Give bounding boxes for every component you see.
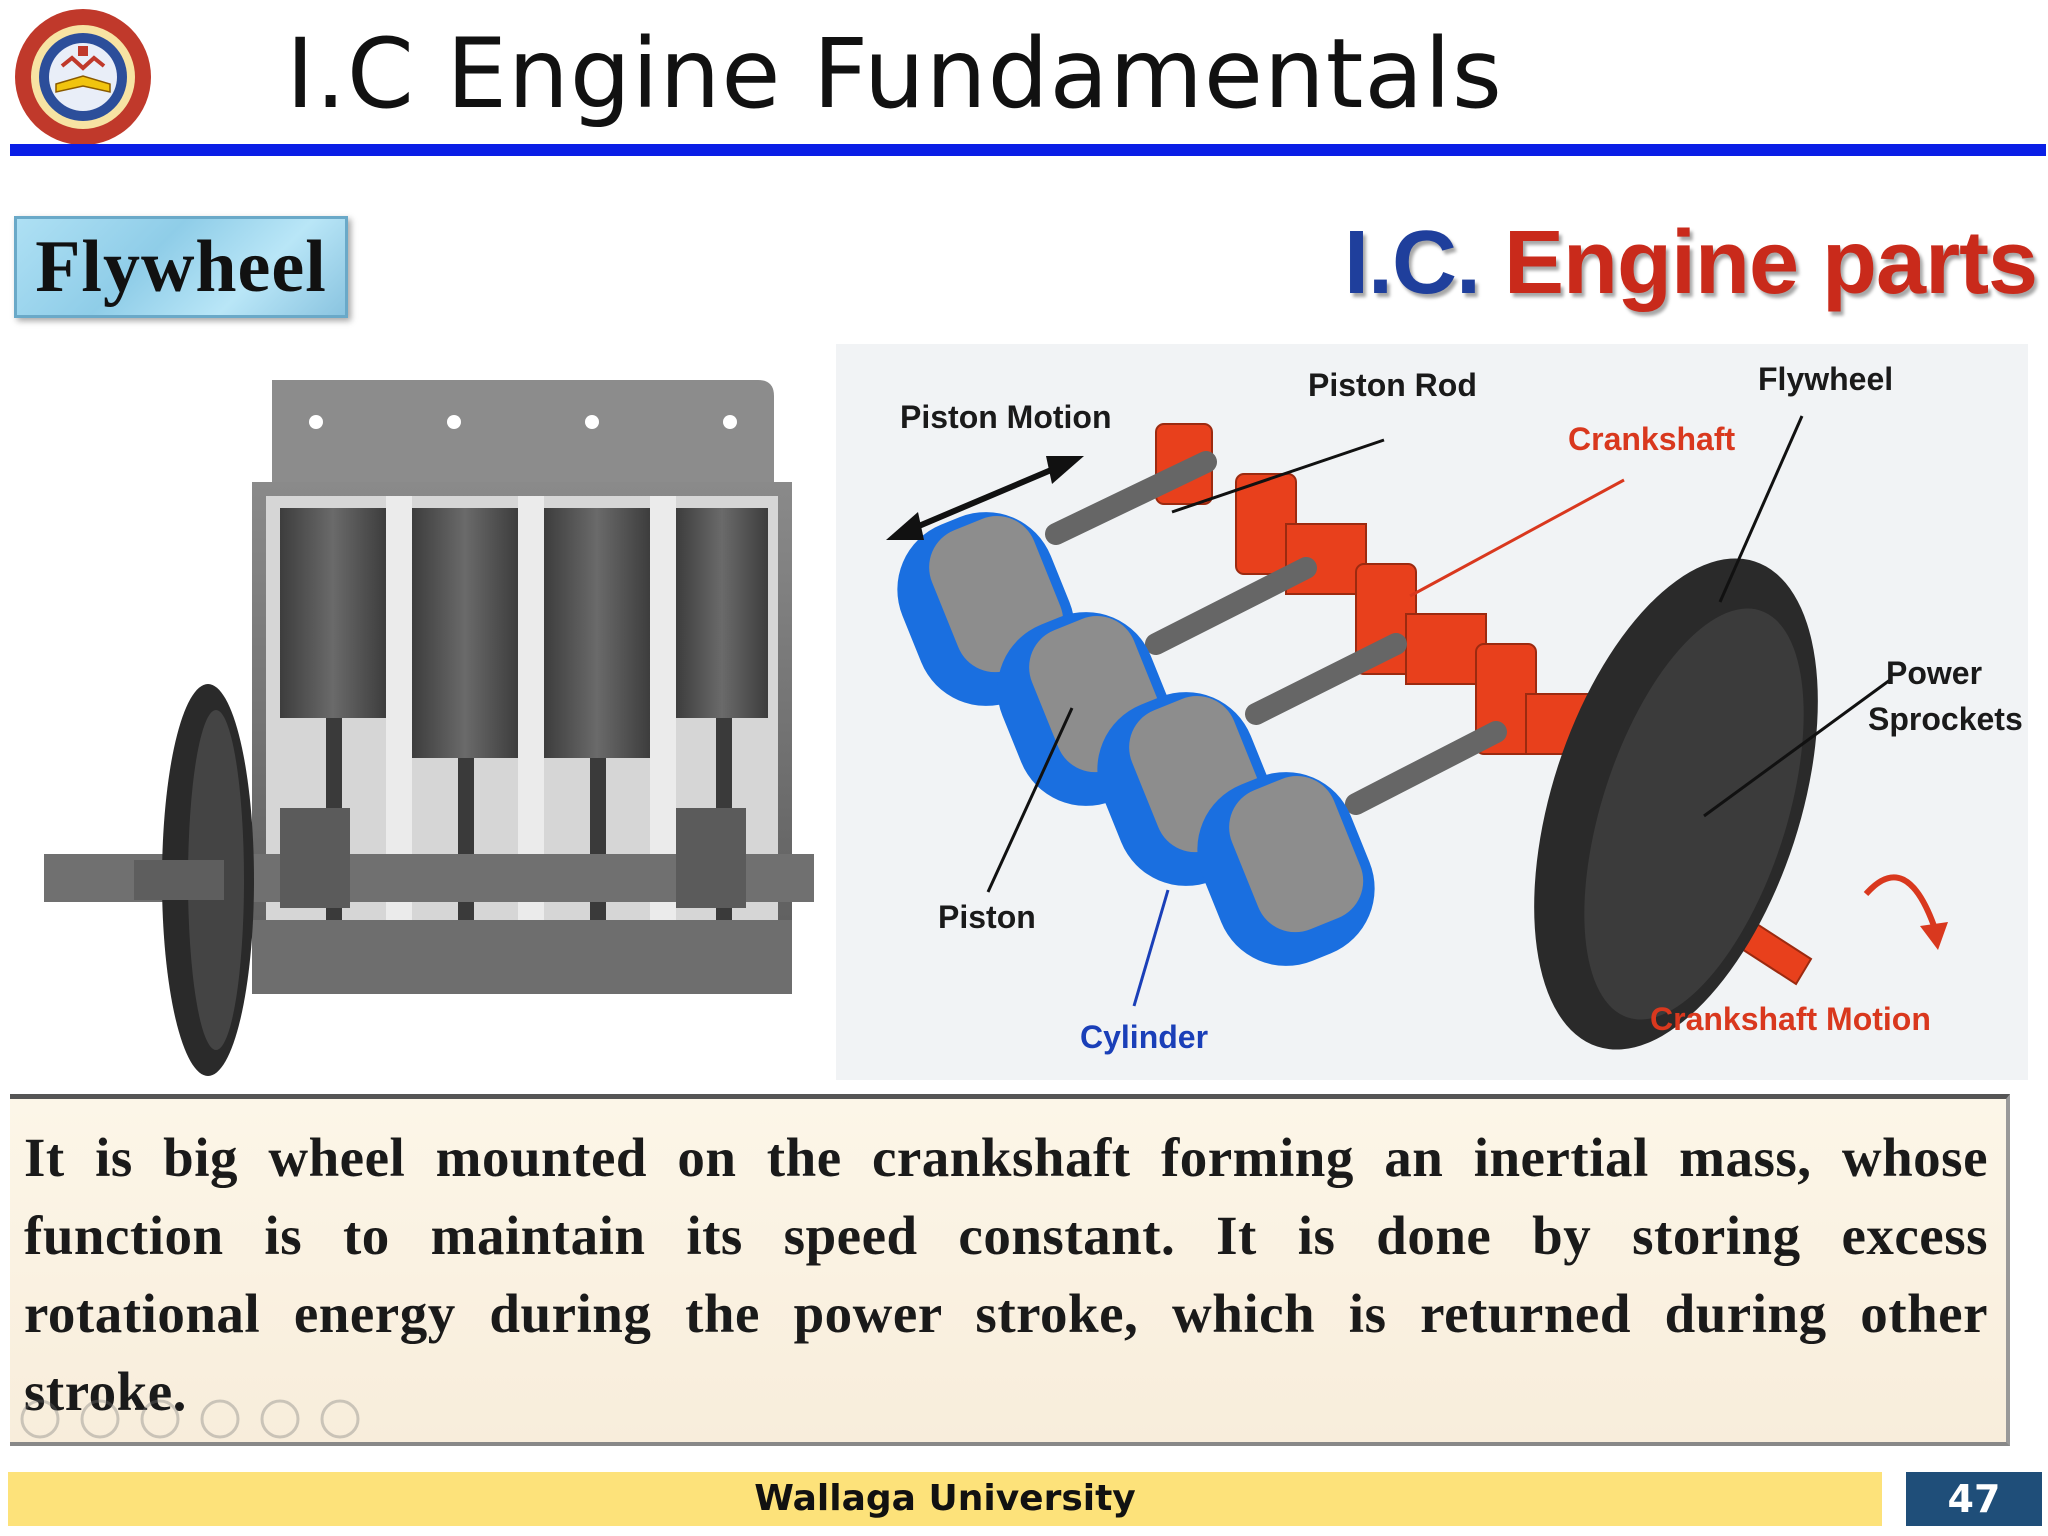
university-logo (15, 9, 151, 145)
page-number: 47 (1906, 1472, 2042, 1526)
play-icon[interactable] (80, 1399, 120, 1439)
pen-icon[interactable] (140, 1399, 180, 1439)
diagram-title-part1: I.C. (1344, 213, 1505, 313)
label-sprockets: Sprockets (1868, 701, 2023, 737)
slides-icon[interactable] (200, 1399, 240, 1439)
title-divider (10, 144, 2046, 156)
slide-title: I.C Engine Fundamentals (286, 18, 1503, 130)
label-piston-rod: Piston Rod (1308, 367, 1477, 403)
label-piston: Piston (938, 899, 1036, 935)
flywheel-shape (1534, 558, 1818, 1050)
description-box: It is big wheel mounted on the crankshaf… (10, 1094, 2010, 1446)
description-text: It is big wheel mounted on the crankshaf… (24, 1127, 1988, 1422)
piston-motion-arrow (886, 456, 1084, 540)
crankshaft-motion-arrow (1863, 874, 1948, 950)
diagram-title-part2: Engine parts (1504, 213, 2038, 313)
previous-icon[interactable] (20, 1399, 60, 1439)
label-crankshaft: Crankshaft (1568, 421, 1736, 457)
more-icon[interactable] (320, 1399, 360, 1439)
diagram-title: I.C. Engine parts (1344, 212, 2038, 315)
label-flywheel: Flywheel (1758, 361, 1893, 397)
zoom-icon[interactable] (260, 1399, 300, 1439)
label-piston-motion: Piston Motion (900, 399, 1112, 435)
engine-parts-diagram: Piston Motion Piston Rod Flywheel Cranks… (836, 344, 2028, 1080)
label-power: Power (1886, 655, 1982, 691)
media-player-controls[interactable] (18, 1396, 378, 1442)
section-label: Flywheel (14, 216, 348, 318)
cylinders-and-pistons (897, 512, 1375, 966)
label-crankshaft-motion: Crankshaft Motion (1650, 1001, 1931, 1037)
label-cylinder: Cylinder (1080, 1019, 1208, 1055)
footer-institution: Wallaga University (8, 1472, 1882, 1526)
engine-cutaway-illustration (44, 380, 814, 1076)
